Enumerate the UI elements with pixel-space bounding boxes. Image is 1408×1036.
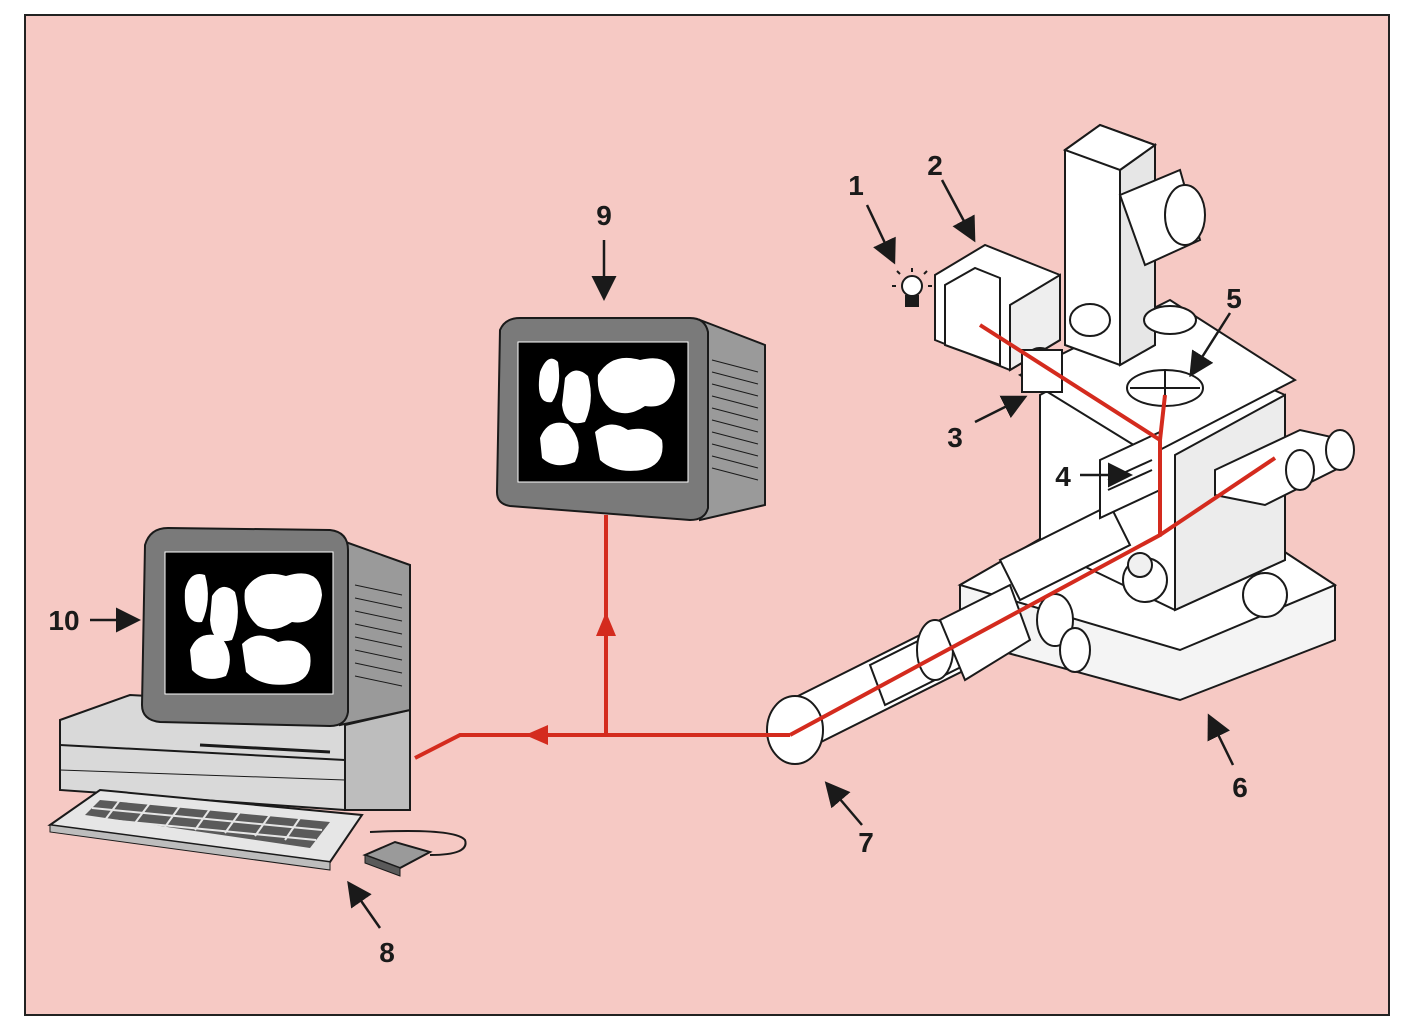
callout-7: 7 [858, 827, 874, 858]
diagram-frame [24, 14, 1390, 1016]
lightbulb-icon [892, 268, 932, 307]
callout-6: 6 [1232, 772, 1248, 803]
computer-workstation [47, 526, 467, 877]
callout-2: 2 [927, 150, 943, 181]
callout-3: 3 [947, 422, 963, 453]
signal-arrow-up [596, 612, 616, 636]
callout-1: 1 [848, 170, 864, 201]
inverted-microscope [766, 123, 1355, 765]
callout-arrows [90, 179, 1235, 929]
signal-arrow-left [525, 725, 548, 745]
callout-9: 9 [596, 200, 612, 231]
callout-10: 10 [48, 605, 79, 636]
light-path [789, 323, 1277, 737]
video-monitor [495, 317, 766, 522]
callout-8: 8 [379, 937, 395, 968]
callout-4: 4 [1055, 461, 1071, 492]
callout-5: 5 [1226, 283, 1242, 314]
